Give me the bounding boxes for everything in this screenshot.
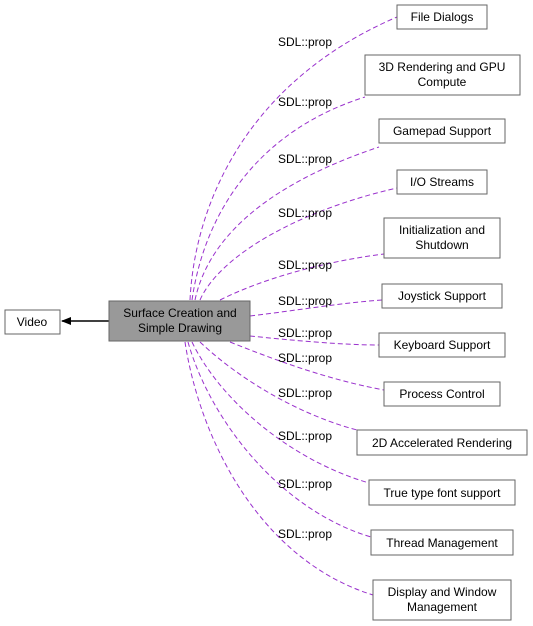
node-label: Initialization and xyxy=(399,223,485,237)
node-label: Joystick Support xyxy=(398,289,487,303)
node-io-streams[interactable]: I/O Streams xyxy=(396,169,488,195)
edge-label: SDL::prop xyxy=(278,326,332,340)
edge-file-dialogs xyxy=(189,16,398,301)
node-video[interactable]: Video xyxy=(4,309,61,335)
node-label: 3D Rendering and GPU xyxy=(379,60,506,74)
node-process[interactable]: Process Control xyxy=(383,381,501,407)
node-label: True type font support xyxy=(384,486,502,500)
edge-label: SDL::prop xyxy=(278,95,332,109)
edge-label: SDL::prop xyxy=(278,527,332,541)
node-surface-creation[interactable]: Surface Creation and Simple Drawing xyxy=(108,300,251,342)
node-label: 2D Accelerated Rendering xyxy=(372,436,512,450)
edge-label: SDL::prop xyxy=(278,152,332,166)
edge-2d-rendering xyxy=(199,341,358,431)
node-label: Gamepad Support xyxy=(393,124,492,138)
node-label: File Dialogs xyxy=(411,10,474,24)
node-keyboard[interactable]: Keyboard Support xyxy=(378,332,506,358)
edge-label: SDL::prop xyxy=(278,294,332,308)
node-label: Keyboard Support xyxy=(394,338,491,352)
edge-init-shutdown xyxy=(219,253,385,301)
node-label: Display and Window xyxy=(388,585,497,599)
node-gamepad[interactable]: Gamepad Support xyxy=(378,118,506,144)
node-display-window[interactable]: Display and Window Management xyxy=(372,579,512,621)
node-label: Video xyxy=(17,315,48,329)
edge-label: SDL::prop xyxy=(278,429,332,443)
edge-label: SDL::prop xyxy=(278,477,332,491)
edge-joystick xyxy=(249,299,383,317)
node-label: Shutdown xyxy=(415,238,468,252)
edge-io-streams xyxy=(199,187,398,301)
node-init-shutdown[interactable]: Initialization and Shutdown xyxy=(383,217,501,259)
edge-gamepad xyxy=(194,146,380,301)
node-2d-rendering[interactable]: 2D Accelerated Rendering xyxy=(356,429,528,456)
edge-3d-rendering xyxy=(191,96,366,301)
edge-label: SDL::prop xyxy=(278,258,332,272)
edge-keyboard xyxy=(249,335,380,346)
edge-thread xyxy=(187,341,372,538)
node-label: Simple Drawing xyxy=(138,321,222,335)
edge-labels: SDL::prop SDL::prop SDL::prop SDL::prop … xyxy=(278,35,332,541)
edges xyxy=(61,16,398,596)
edge-process xyxy=(229,341,385,391)
edge-label: SDL::prop xyxy=(278,206,332,220)
node-joystick[interactable]: Joystick Support xyxy=(381,283,503,309)
node-label: Thread Management xyxy=(386,536,498,550)
node-thread[interactable]: Thread Management xyxy=(370,529,514,556)
node-file-dialogs[interactable]: File Dialogs xyxy=(396,4,488,30)
node-truetype[interactable]: True type font support xyxy=(368,479,516,506)
edge-label: SDL::prop xyxy=(278,386,332,400)
node-3d-rendering[interactable]: 3D Rendering and GPU Compute xyxy=(364,54,521,96)
node-label: I/O Streams xyxy=(410,175,474,189)
edge-display-window xyxy=(184,341,374,596)
edge-truetype xyxy=(191,341,370,484)
node-label: Management xyxy=(407,600,478,614)
node-label: Compute xyxy=(418,75,467,89)
node-label: Process Control xyxy=(399,387,484,401)
edge-label: SDL::prop xyxy=(278,351,332,365)
node-label: Surface Creation and xyxy=(123,306,236,320)
edge-label: SDL::prop xyxy=(278,35,332,49)
nodes: Video Surface Creation and Simple Drawin… xyxy=(4,4,528,621)
